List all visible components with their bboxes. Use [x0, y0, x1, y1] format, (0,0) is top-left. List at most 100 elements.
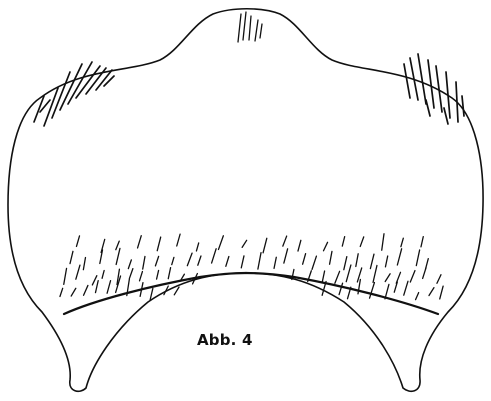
posterior-seta	[357, 278, 362, 295]
posterior-seta	[70, 287, 77, 297]
sclerite-outline	[7, 8, 484, 393]
posterior-seta	[346, 286, 352, 300]
posterior-seta	[355, 253, 359, 268]
posterior-seta	[99, 249, 104, 265]
posterior-seta	[359, 236, 365, 248]
left-shoulder-seta	[59, 63, 83, 111]
posterior-seta	[138, 270, 144, 282]
posterior-seta	[136, 235, 142, 249]
posterior-seta	[341, 236, 346, 247]
posterior-seta	[94, 279, 99, 294]
posterior-seta	[186, 252, 193, 267]
posterior-seta	[100, 238, 106, 254]
left-shoulder-seta	[95, 69, 113, 91]
posterior-seta	[173, 286, 180, 296]
posterior-seta	[436, 274, 442, 284]
posterior-seta	[372, 264, 378, 284]
right-shoulder-seta	[409, 57, 419, 101]
setae-group	[33, 11, 465, 301]
right-shoulder-seta	[445, 71, 451, 119]
left-shoulder-seta	[43, 87, 59, 127]
posterior-seta	[409, 269, 416, 283]
posterior-seta	[82, 284, 89, 296]
posterior-seta	[114, 275, 122, 294]
posterior-seta	[156, 236, 162, 252]
posterior-seta	[176, 233, 181, 247]
posterior-seta	[262, 237, 268, 254]
figure-label: Abb. 4	[197, 331, 253, 349]
posterior-seta	[328, 250, 333, 265]
posterior-seta	[106, 280, 112, 294]
posterior-seta	[384, 273, 391, 283]
apex-seta	[254, 19, 259, 42]
posterior-seta	[311, 255, 318, 271]
posterior-seta	[115, 240, 120, 251]
posterior-seta	[273, 256, 277, 270]
posterior-seta	[415, 249, 421, 267]
right-shoulder-seta	[443, 107, 449, 125]
posterior-seta	[338, 282, 344, 296]
posterior-seta	[154, 255, 160, 267]
posterior-seta	[115, 247, 121, 266]
posterior-seta	[126, 278, 131, 297]
right-shoulder-seta	[425, 99, 431, 117]
posterior-seta	[301, 253, 307, 265]
right-shoulder-seta	[461, 95, 465, 117]
posterior-seta	[240, 255, 245, 269]
posterior-seta	[381, 233, 385, 251]
right-shoulder-seta	[417, 53, 427, 105]
ridge-right	[244, 271, 440, 316]
posterior-seta	[59, 287, 64, 298]
left-shoulder-seta	[75, 65, 101, 99]
posterior-seta	[128, 267, 134, 280]
posterior-seta	[191, 272, 199, 285]
posterior-seta	[291, 268, 295, 281]
posterior-seta	[420, 235, 424, 248]
posterior-seta	[393, 281, 398, 293]
posterior-seta	[345, 264, 352, 283]
posterior-seta	[403, 280, 409, 296]
posterior-seta	[343, 255, 348, 271]
posterior-seta	[75, 264, 81, 280]
posterior-seta	[195, 242, 200, 252]
right-shoulder-seta	[455, 81, 459, 123]
posterior-seta	[75, 235, 81, 248]
apex-seta	[242, 11, 247, 41]
posterior-seta	[322, 241, 329, 252]
posterior-seta	[307, 270, 312, 283]
posterior-seta	[179, 273, 185, 282]
posterior-seta	[384, 283, 390, 300]
left-shoulder-seta	[67, 61, 93, 105]
posterior-seta	[356, 267, 363, 283]
posterior-seta	[384, 255, 389, 268]
posterior-seta	[428, 286, 435, 297]
posterior-seta	[82, 256, 87, 271]
posterior-seta	[368, 281, 376, 299]
posterior-seta	[400, 237, 404, 248]
right-shoulder-seta	[403, 63, 411, 99]
left-shoulder-seta	[51, 71, 71, 119]
right-shoulder-seta	[427, 59, 435, 109]
posterior-seta	[127, 259, 133, 270]
posterior-seta	[197, 255, 202, 266]
left-shoulder-seta	[85, 67, 107, 95]
apex-seta	[248, 15, 252, 41]
posterior-seta	[282, 235, 288, 247]
posterior-seta	[225, 255, 230, 267]
left-shoulder-seta	[33, 95, 45, 123]
posterior-seta	[171, 256, 175, 266]
posterior-seta	[142, 255, 146, 270]
posterior-seta	[396, 248, 403, 266]
posterior-seta	[210, 248, 217, 264]
posterior-seta	[439, 285, 444, 300]
left-shoulder-seta	[103, 75, 115, 87]
posterior-seta	[369, 253, 375, 270]
apex-seta	[237, 13, 242, 43]
posterior-seta	[69, 250, 74, 265]
posterior-seta	[163, 285, 169, 296]
posterior-seta	[395, 271, 402, 284]
posterior-seta	[321, 280, 327, 296]
posterior-seta	[424, 258, 429, 270]
